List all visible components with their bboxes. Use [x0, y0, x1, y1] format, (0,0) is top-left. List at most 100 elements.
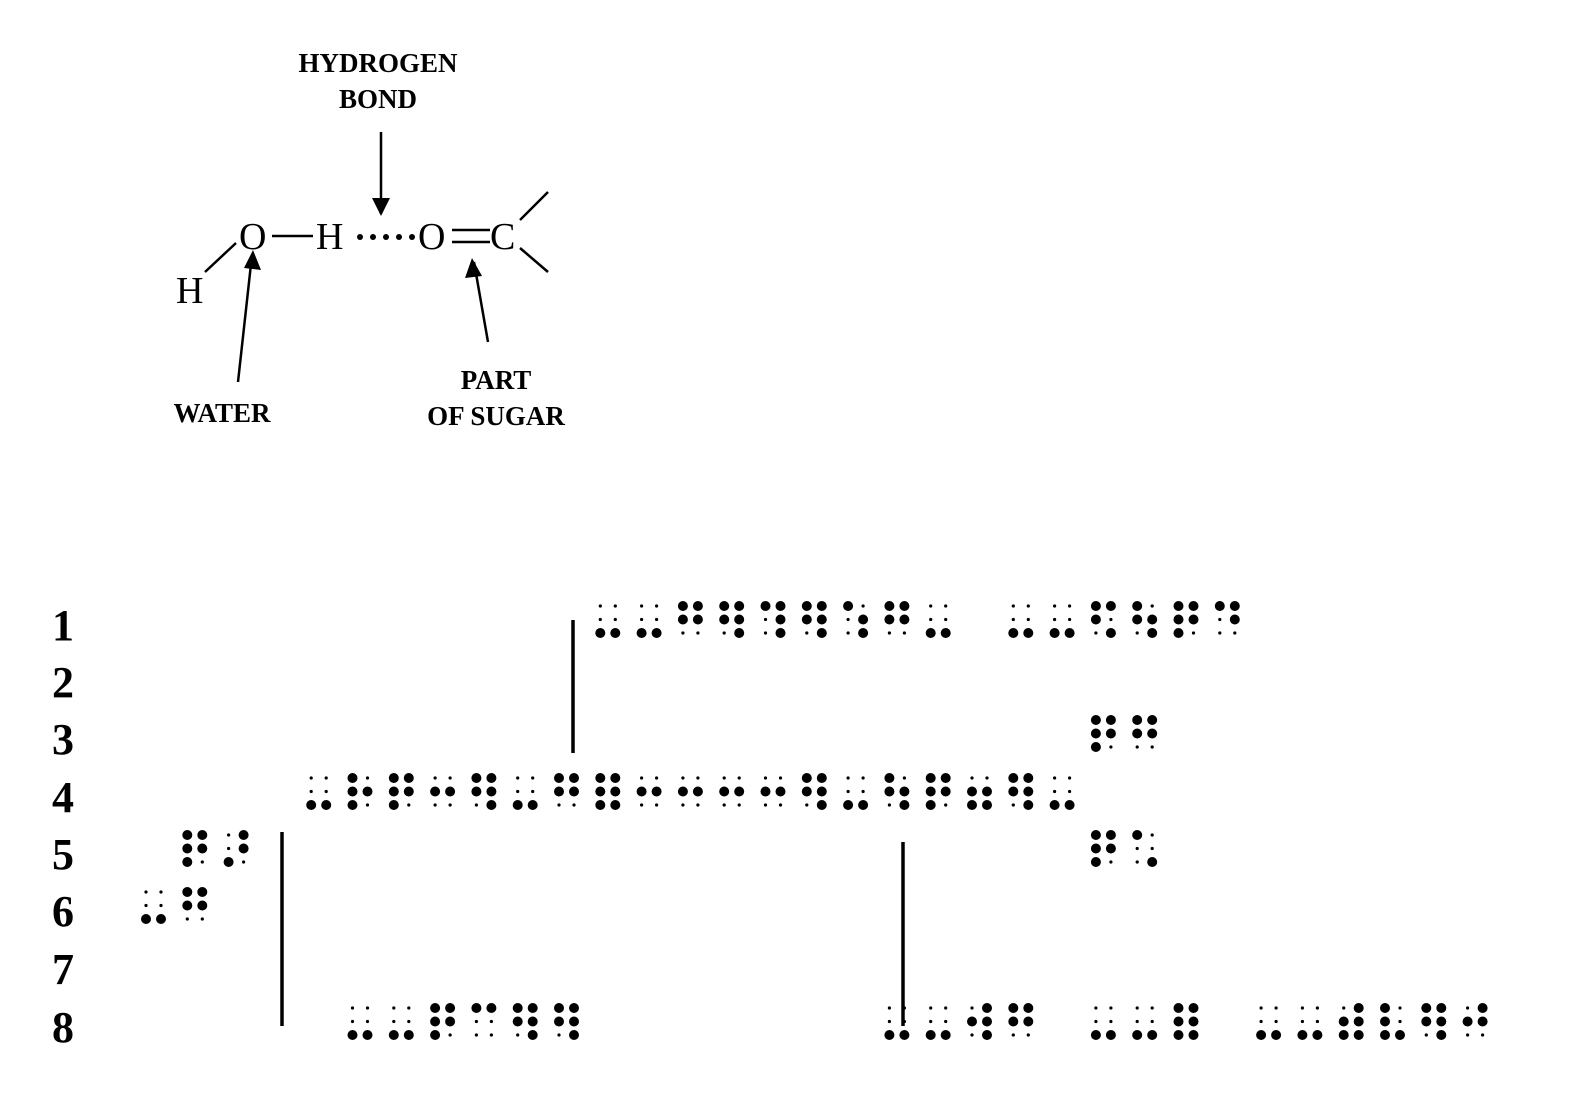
braille-cell: [1090, 715, 1116, 752]
braille-dot-raised: [1271, 1030, 1282, 1040]
braille-cell: [347, 773, 373, 810]
braille-dot-raised: [899, 786, 910, 797]
braille-dot-raised: [692, 786, 703, 797]
braille-cell: [1008, 604, 1034, 638]
braille-dot-flat: [1094, 1006, 1098, 1010]
braille-cells: [141, 601, 1488, 1040]
braille-dot-raised: [347, 800, 358, 810]
braille-dot-raised: [858, 800, 869, 810]
braille-dot-flat: [1150, 833, 1154, 837]
braille-dot-raised: [843, 601, 854, 611]
atom-o-carbonyl: O: [418, 216, 445, 258]
braille-dot-raised: [471, 1003, 482, 1013]
braille-dot-raised: [197, 887, 208, 897]
braille-dot-flat: [1315, 1019, 1319, 1024]
braille-dot-flat: [433, 776, 437, 780]
braille-dot-flat: [902, 1006, 907, 1010]
braille-dot-flat: [1026, 1033, 1030, 1037]
braille-dot-raised: [940, 628, 951, 638]
label-water: WATER: [173, 398, 271, 428]
label-part-line1: PART: [461, 365, 532, 395]
braille-cell: [595, 604, 621, 638]
braille-dot-raised: [940, 786, 951, 797]
braille-cell: [1421, 1003, 1447, 1040]
braille-dot-raised: [899, 601, 910, 611]
braille-dot-flat: [365, 1019, 370, 1024]
braille-dot-raised: [734, 601, 745, 611]
braille-dot-flat: [200, 860, 204, 864]
braille-dot-flat: [1109, 860, 1113, 864]
braille-dot-flat: [805, 803, 809, 807]
braille-dot-flat: [1218, 617, 1222, 622]
braille-dot-raised: [1147, 1030, 1158, 1040]
braille-dot-raised: [569, 1003, 579, 1013]
braille-dot-raised: [223, 857, 234, 867]
braille-dot-flat: [763, 617, 768, 622]
braille-dot-raised: [760, 601, 771, 611]
braille-dot-flat: [1011, 604, 1015, 608]
braille-cell: [1214, 601, 1240, 635]
braille-cell: [1132, 715, 1158, 749]
braille-dot-raised: [238, 843, 249, 854]
braille-dot-raised: [899, 1030, 910, 1040]
braille-dot-flat: [970, 776, 974, 780]
braille-dot-raised: [677, 786, 688, 797]
braille-dot-flat: [846, 617, 850, 622]
braille-dot-raised: [1105, 628, 1116, 638]
braille-dot-flat: [1274, 1019, 1278, 1024]
braille-dot-raised: [610, 800, 621, 810]
braille-cell: [677, 776, 703, 807]
braille-dot-flat: [159, 890, 163, 894]
braille-dot-raised: [899, 800, 910, 810]
braille-dot-raised: [388, 1030, 399, 1040]
braille-dot-flat: [1094, 631, 1098, 635]
braille-cell: [760, 776, 786, 807]
braille-cell: [1090, 1006, 1116, 1040]
braille-dot-raised: [1132, 715, 1143, 725]
braille-dot-flat: [1094, 1019, 1098, 1024]
braille-dot-raised: [1462, 1016, 1473, 1027]
braille-dot-raised: [801, 601, 812, 611]
braille-dot-raised: [1147, 614, 1158, 625]
braille-dot-raised: [1105, 1030, 1116, 1040]
braille-dot-raised: [1064, 800, 1075, 810]
braille-dot-flat: [929, 1019, 933, 1024]
braille-dot-raised: [1380, 1030, 1390, 1040]
braille-cell: [1049, 604, 1075, 638]
braille-dot-raised: [388, 773, 399, 783]
braille-vertical-lines: [280, 620, 905, 1026]
braille-dot-raised: [967, 800, 977, 810]
braille-dot-raised: [858, 628, 869, 638]
braille-dot-raised: [306, 800, 317, 810]
braille-dot-flat: [929, 1006, 933, 1010]
braille-dot-raised: [884, 601, 895, 611]
row-number-7: 7: [52, 945, 74, 994]
braille-dot-flat: [1150, 604, 1154, 608]
braille-dot-raised: [1008, 786, 1019, 797]
braille-dot-raised: [1023, 628, 1034, 638]
atom-h-bond: H: [316, 216, 343, 258]
braille-dot-flat: [1011, 803, 1015, 807]
braille-cell: [677, 601, 703, 635]
braille-dot-flat: [227, 833, 231, 837]
braille-dot-raised: [940, 773, 951, 783]
braille-dot-raised: [1147, 728, 1158, 739]
braille-dot-raised: [967, 786, 977, 797]
braille-dot-flat: [944, 1019, 948, 1024]
braille-dot-raised: [197, 830, 208, 840]
braille-dot-raised: [1132, 614, 1143, 625]
braille-dot-raised: [884, 773, 895, 783]
braille-dot-raised: [884, 614, 895, 625]
braille-dot-raised: [1477, 1003, 1488, 1013]
braille-dot-raised: [141, 914, 151, 924]
braille-cell: [1008, 1003, 1034, 1037]
braille-dot-flat: [929, 604, 933, 608]
braille-dot-flat: [1274, 1006, 1278, 1010]
braille-dot-flat: [1424, 1033, 1428, 1037]
braille-dot-raised: [1105, 601, 1116, 611]
braille-dot-raised: [925, 628, 936, 638]
braille-cell: [1049, 776, 1075, 810]
braille-cell: [1132, 1006, 1158, 1040]
braille-dot-raised: [1338, 1016, 1349, 1027]
label-hydrogen-line1: HYDROGEN: [298, 48, 458, 78]
